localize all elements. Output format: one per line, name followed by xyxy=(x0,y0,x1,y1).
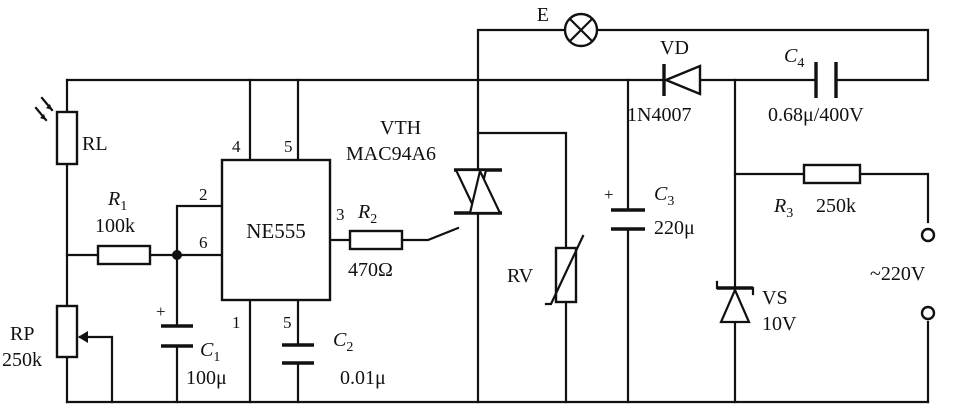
ne555-label: NE555 xyxy=(246,219,306,243)
resistor-r2: R2 470Ω xyxy=(348,201,404,281)
pin-5-label: 5 xyxy=(284,137,293,156)
lamp-e: E xyxy=(537,4,599,48)
vs-value: 10V xyxy=(762,313,797,335)
capacitor-c3: + C3 220μ xyxy=(604,183,695,239)
r2-symbol: R2 xyxy=(357,201,377,227)
r3-value: 250k xyxy=(816,195,856,217)
c2-symbol: C2 xyxy=(333,329,353,355)
c3-symbol: C3 xyxy=(654,183,674,209)
terminal-top xyxy=(920,227,936,243)
r1-symbol: R1 xyxy=(107,188,127,214)
lamp-label: E xyxy=(537,4,549,26)
c4-value: 0.68μ/400V xyxy=(768,104,864,126)
c1-plus: + xyxy=(156,302,166,321)
c4-symbol: C4 xyxy=(784,45,804,71)
junction-dot xyxy=(172,250,182,260)
r2-value: 470Ω xyxy=(348,259,393,281)
pin-3-label: 3 xyxy=(336,205,345,224)
supply-terminals: ~220V xyxy=(870,227,936,321)
vth-part: MAC94A6 xyxy=(346,143,436,165)
wiper-arrow-icon xyxy=(78,331,88,343)
rv-label: RV xyxy=(507,265,534,287)
diode-vd: VD 1N4007 xyxy=(627,37,702,126)
r1-value: 100k xyxy=(95,215,135,237)
resistor-r3: R3 250k xyxy=(773,163,862,221)
pin-1-label: 1 xyxy=(232,313,241,332)
capacitor-c2: C2 0.01μ xyxy=(282,329,386,389)
pin-6-label: 6 xyxy=(199,233,208,252)
diode-label: VD xyxy=(660,37,689,59)
pin-2-label: 2 xyxy=(199,185,208,204)
c3-plus: + xyxy=(604,185,614,204)
c3-value: 220μ xyxy=(654,217,695,239)
c1-symbol: C1 xyxy=(200,339,220,365)
resistor-r1: R1 100k xyxy=(95,188,152,266)
light-arrows-icon xyxy=(34,96,54,122)
diode-part: 1N4007 xyxy=(627,104,691,126)
pin-5b-label: 5 xyxy=(283,313,292,332)
pin-4-label: 4 xyxy=(232,137,241,156)
vs-label: VS xyxy=(762,287,788,309)
triac-vth: VTH MAC94A6 xyxy=(346,117,502,216)
zener-vs: VS 10V xyxy=(715,280,797,335)
r3-symbol: R3 xyxy=(773,195,793,221)
photoresistor-rl: RL xyxy=(34,96,108,166)
ne555-ic: NE555 4 5 2 6 3 1 5 xyxy=(199,137,345,332)
rp-value: 250k xyxy=(2,349,42,371)
rp-label: RP xyxy=(10,323,34,345)
capacitor-c4: C4 0.68μ/400V xyxy=(768,45,864,126)
c1-value: 100μ xyxy=(186,367,227,389)
potentiometer-rp: RP 250k xyxy=(2,304,88,371)
varistor-rv: RV xyxy=(507,234,585,306)
c2-value: 0.01μ xyxy=(340,367,386,389)
vth-label: VTH xyxy=(380,117,421,139)
terminal-bottom xyxy=(920,305,936,321)
capacitor-c1: + C1 100μ xyxy=(156,302,227,389)
supply-label: ~220V xyxy=(870,263,926,285)
rl-label: RL xyxy=(82,133,108,155)
wires xyxy=(65,28,930,404)
